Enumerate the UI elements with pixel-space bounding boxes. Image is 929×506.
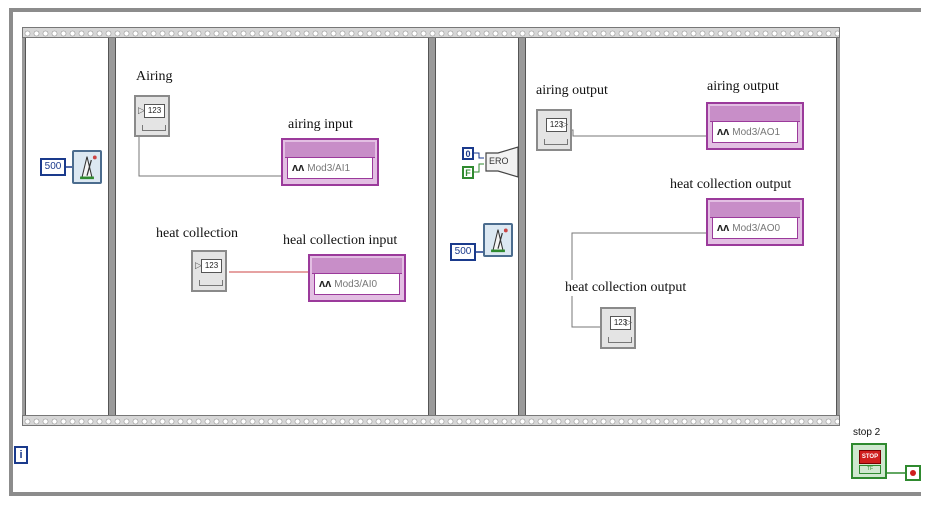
boolean-false-constant[interactable]: F (462, 166, 474, 179)
node-header (710, 106, 800, 122)
terminal-arrow-icon: ▷ (138, 105, 145, 115)
sequence-film-strip-bottom (22, 415, 840, 426)
airing-output-channel-text: Mod3/AO1 (732, 127, 781, 138)
loop-condition-terminal[interactable] (905, 465, 921, 481)
airing-input-channel-text: Mod3/AI1 (307, 163, 351, 174)
node-header (285, 142, 375, 158)
airing-output-indicator-label: airing output (536, 83, 608, 99)
terminal-foot (544, 139, 568, 145)
heat-collection-label: heat collection (156, 226, 239, 242)
heat-collection-output-label: heat collection output (670, 177, 792, 193)
numeric-constant-zero[interactable]: 0 (462, 147, 474, 160)
wait-ms-icon[interactable] (72, 150, 102, 184)
heat-collection-output-indicator[interactable]: 123 ▷ (600, 307, 636, 349)
airing-input-label: airing input (288, 117, 353, 133)
heat-collection-control-display: 123 (201, 259, 222, 273)
sound-node[interactable]: ERO (484, 145, 520, 179)
metronome-icon (491, 228, 508, 253)
heat-collection-output-indicator-display: 123 (610, 316, 631, 330)
heal-collection-input-channel-text: Mod3/AI0 (334, 279, 378, 290)
terminal-arrow-icon: ▷ (561, 119, 568, 129)
terminal-foot (199, 280, 223, 286)
daq-icon: ʌʌ (717, 126, 730, 138)
airing-label: Airing (136, 69, 173, 85)
stop-if-true-icon (910, 470, 916, 476)
terminal-arrow-icon: ▷ (195, 260, 202, 270)
daq-icon: ʌʌ (717, 222, 730, 234)
airing-control[interactable]: ▷ 123 (134, 95, 170, 137)
terminal-foot (142, 125, 166, 131)
daq-icon: ʌʌ (319, 278, 332, 290)
node-header (710, 202, 800, 218)
iteration-terminal[interactable]: i (14, 446, 28, 464)
stop-button-icon: STOP (859, 450, 881, 464)
stop-label: stop 2 (853, 427, 881, 438)
airing-control-display: 123 (144, 104, 165, 118)
wait-ms-constant-2[interactable]: 500 (450, 243, 476, 261)
airing-output-indicator[interactable]: 123 ▷ (536, 109, 572, 151)
wait-ms-constant[interactable]: 500 (40, 158, 66, 176)
sequence-frame-1 (22, 38, 112, 415)
daq-icon: ʌʌ (292, 162, 305, 174)
heat-collection-control[interactable]: ▷ 123 (191, 250, 227, 292)
stop-tf-icon: TF (859, 465, 881, 474)
node-header (312, 258, 402, 274)
heal-collection-input-label: heal collection input (283, 233, 398, 249)
terminal-arrow-icon: ▷ (625, 317, 632, 327)
airing-output-indicator-display: 123 (546, 118, 567, 132)
speaker-icon (485, 146, 519, 178)
stop-button-terminal[interactable]: STOP TF (851, 443, 887, 479)
sequence-film-strip-top (22, 27, 840, 38)
airing-output-label: airing output (707, 79, 779, 95)
heat-collection-output-indicator-label: heat collection output (565, 280, 687, 296)
terminal-foot (608, 337, 632, 343)
wait-ms-icon-2[interactable] (483, 223, 513, 257)
while-loop (9, 8, 921, 496)
metronome-icon (80, 155, 97, 180)
sound-node-label: ERO (489, 156, 509, 166)
heat-collection-output-channel-text: Mod3/AO0 (732, 223, 781, 234)
